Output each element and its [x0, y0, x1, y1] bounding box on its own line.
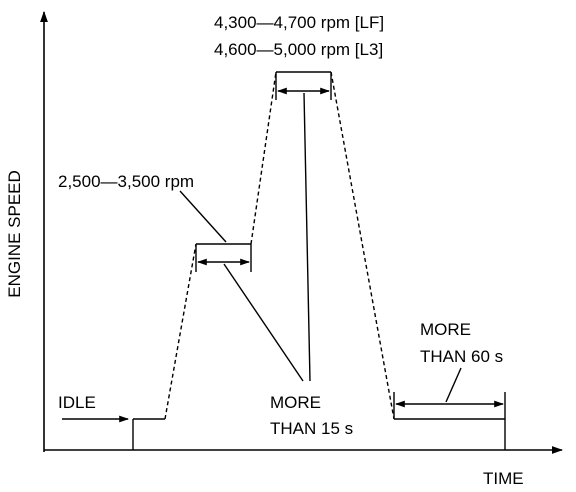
ramp-up-mid-dashed	[164, 243, 197, 420]
x-axis-label: TIME	[483, 469, 524, 488]
more-than-60-line1: MORE	[420, 320, 471, 339]
top-rpm-label-lf: 4,300—4,700 rpm [LF]	[214, 13, 384, 32]
ramp-down-dashed	[330, 71, 395, 420]
ramp-up-top-dashed	[250, 71, 277, 245]
more-than-15-leader-top	[303, 92, 311, 382]
top-rpm-label-l3: 4,600—5,000 rpm [L3]	[214, 40, 383, 59]
more-than-60-leader	[445, 367, 462, 403]
y-axis-label: ENGINE SPEED	[5, 170, 24, 298]
idle-label: IDLE	[58, 393, 96, 412]
more-than-15-leader-mid	[223, 263, 304, 382]
mid-rpm-leader	[179, 190, 227, 243]
more-than-15-line1: MORE	[270, 393, 321, 412]
more-than-15-line2: THAN 15 s	[270, 419, 353, 438]
more-than-60-line2: THAN 60 s	[420, 347, 503, 366]
mid-rpm-label: 2,500—3,500 rpm	[58, 172, 194, 191]
